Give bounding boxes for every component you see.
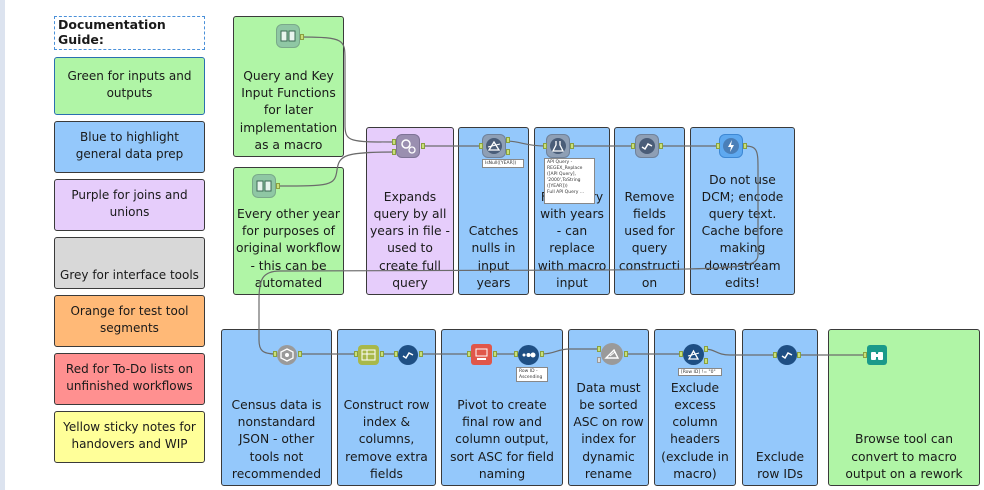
input-anchor[interactable]	[543, 143, 547, 149]
book-icon	[280, 30, 296, 42]
legend-item-red[interactable]: Red for To-Do lists on unfinished workfl…	[54, 353, 205, 405]
json-parse-tool[interactable]	[277, 345, 297, 365]
output-anchor[interactable]	[659, 143, 663, 149]
canvas-left-edge	[0, 0, 5, 490]
legend-item-purple[interactable]: Purple for joins and unions	[54, 179, 205, 231]
download-tool[interactable]	[719, 134, 743, 158]
formula-annotation: API Query - REGEX_Replace ([API Query], …	[544, 158, 595, 204]
output-anchor[interactable]	[421, 143, 425, 149]
input-anchor[interactable]	[354, 351, 358, 357]
output-anchor[interactable]	[797, 352, 801, 358]
output-anchor-false[interactable]	[704, 358, 708, 364]
text-input-years-tool[interactable]	[252, 174, 276, 198]
input-anchor-right[interactable]	[597, 357, 601, 363]
filter-rowid-tool[interactable]	[683, 344, 704, 365]
input-anchor[interactable]	[467, 351, 471, 357]
formula-tool[interactable]	[546, 134, 570, 158]
output-anchor-true[interactable]	[704, 346, 708, 352]
output-anchor[interactable]	[419, 351, 423, 357]
input-anchor[interactable]	[514, 351, 518, 357]
binoculars-icon	[871, 352, 883, 360]
filter-nulls-tool[interactable]	[482, 134, 506, 158]
gears-icon	[401, 139, 416, 154]
container-pivot[interactable]: Pivot to create final row and column out…	[441, 329, 563, 486]
output-anchor[interactable]	[300, 34, 304, 40]
sort-annotation: Row ID - Ascending	[516, 367, 548, 382]
legend-item-green[interactable]: Green for inputs and outputs	[54, 57, 205, 115]
output-anchor-true[interactable]	[506, 137, 510, 143]
output-anchor[interactable]	[624, 351, 628, 357]
sort-tool[interactable]	[518, 345, 539, 365]
table-icon	[361, 349, 376, 361]
input-anchor[interactable]	[273, 351, 277, 357]
flask-icon	[550, 138, 566, 154]
input-anchor[interactable]	[773, 352, 777, 358]
crosstab-icon	[475, 348, 488, 360]
json-icon	[280, 348, 294, 362]
select-icon	[402, 352, 414, 360]
append-fields-tool[interactable]	[396, 134, 420, 158]
output-anchor-false[interactable]	[506, 149, 510, 155]
lightning-icon	[723, 138, 739, 154]
select-icon	[639, 138, 655, 154]
input-anchor-left[interactable]	[597, 346, 601, 352]
container-year-input[interactable]: Every other year for purposes of origina…	[233, 167, 344, 295]
filter-icon	[486, 138, 502, 154]
filter-nulls-annotation: IsNull([YEAR])	[482, 159, 524, 168]
input-anchor[interactable]	[863, 352, 867, 358]
select-icon	[781, 352, 793, 360]
select-tool-3[interactable]	[777, 345, 797, 365]
input-anchor[interactable]	[394, 351, 398, 357]
book-icon	[256, 180, 272, 192]
input-anchor[interactable]	[392, 139, 396, 145]
text-input-query-tool[interactable]	[276, 24, 300, 48]
select-tool-2[interactable]	[398, 345, 418, 365]
cross-tab-tool[interactable]	[471, 344, 492, 365]
input-anchor[interactable]	[479, 143, 483, 149]
filter-icon	[687, 349, 700, 360]
output-anchor[interactable]	[743, 143, 747, 149]
rename-icon	[604, 348, 620, 359]
output-anchor[interactable]	[493, 351, 497, 357]
output-anchor[interactable]	[540, 351, 544, 357]
output-anchor[interactable]	[298, 351, 302, 357]
input-anchor[interactable]	[631, 143, 635, 149]
input-anchor[interactable]	[679, 351, 683, 357]
legend-item-grey[interactable]: Grey for interface tools	[54, 237, 205, 289]
sort-icon	[522, 352, 536, 358]
select-tool-1[interactable]	[635, 134, 659, 158]
input-anchor[interactable]	[392, 149, 396, 155]
legend-title: Documentation Guide:	[54, 16, 205, 50]
output-anchor[interactable]	[276, 183, 280, 189]
input-anchor[interactable]	[716, 143, 720, 149]
output-anchor[interactable]	[380, 351, 384, 357]
browse-tool[interactable]	[867, 345, 887, 365]
output-anchor[interactable]	[570, 143, 574, 149]
dynamic-rename-tool[interactable]	[601, 343, 623, 365]
text-to-columns-tool[interactable]	[358, 345, 379, 365]
legend-item-yellow[interactable]: Yellow sticky notes for handovers and WI…	[54, 411, 205, 463]
filter-rowid-annotation: [Row ID] != "0"	[678, 368, 722, 376]
legend-item-orange[interactable]: Orange for test tool segments	[54, 295, 205, 347]
container-browse[interactable]: Browse tool can convert to macro output …	[828, 329, 980, 486]
legend-item-blue[interactable]: Blue to highlight general data prep	[54, 121, 205, 173]
